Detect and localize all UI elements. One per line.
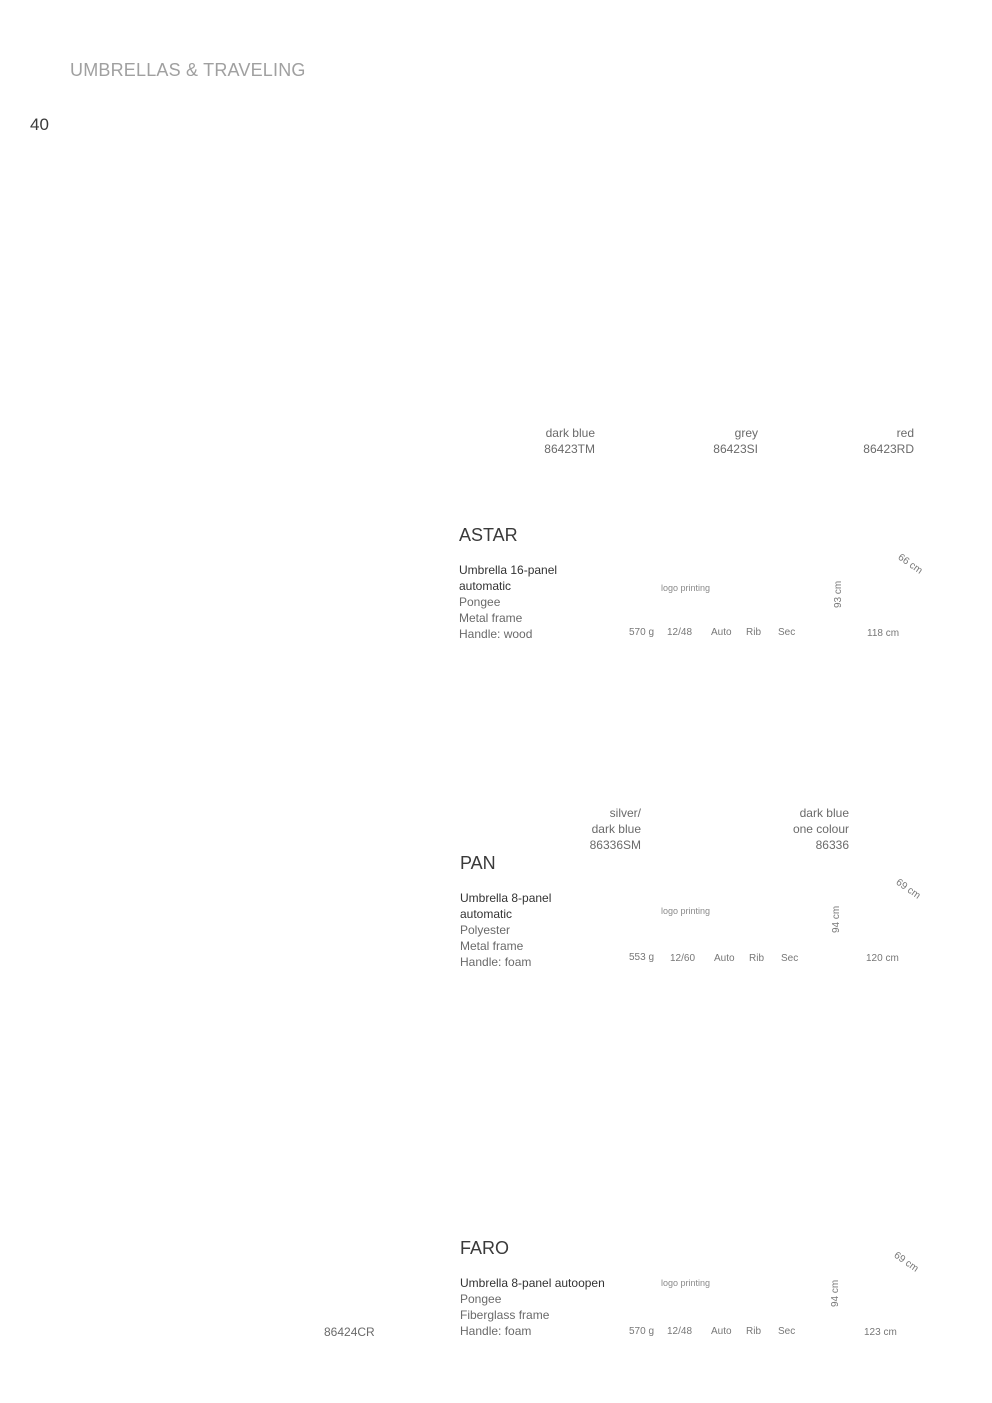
desc-line: automatic	[460, 907, 513, 921]
desc-line: Umbrella 8-panel autoopen	[460, 1276, 605, 1290]
variant-color: dark blue	[799, 806, 849, 820]
astar-description: Umbrella 16-panel automatic Pongee Metal…	[459, 562, 557, 642]
spec-pack: 12/48	[667, 627, 693, 638]
desc-line: Handle: wood	[459, 627, 533, 641]
variant-color: dark blue	[591, 822, 641, 836]
variant-color: silver/	[609, 806, 641, 820]
spec-pack: 12/48	[667, 1326, 693, 1337]
faro-variant-code: 86424CR	[324, 1325, 375, 1339]
desc-line: Fiberglass frame	[460, 1308, 550, 1322]
desc-line: Umbrella 8-panel	[460, 891, 552, 905]
dim-diagonal: 69 cm	[891, 1250, 921, 1275]
faro-description: Umbrella 8-panel autoopen Pongee Fibergl…	[460, 1275, 605, 1339]
desc-line: Metal frame	[460, 939, 524, 953]
desc-line: Pongee	[459, 595, 501, 609]
dim-width: 120 cm	[866, 953, 899, 964]
variant-color: one colour	[792, 822, 849, 836]
spec-sec: Sec	[778, 1326, 796, 1337]
dim-height: 93 cm	[833, 580, 844, 608]
pan-variant-dark-blue: dark blue one colour 86336	[793, 805, 849, 853]
logo-printing-label: logo printing	[661, 906, 711, 916]
spec-rib: Rib	[746, 1326, 762, 1337]
variant-code: 86423SI	[713, 442, 758, 456]
dim-diagonal: 66 cm	[895, 552, 925, 577]
variant-code: 86336SM	[589, 838, 641, 852]
spec-rib: Rib	[746, 627, 762, 638]
spec-sec: Sec	[781, 953, 799, 964]
pan-variant-silver-dark-blue: silver/ dark blue 86336SM	[590, 805, 641, 853]
product-name-pan: PAN	[460, 853, 496, 873]
variant-code: 86423RD	[863, 442, 914, 456]
dim-width: 118 cm	[867, 628, 900, 639]
desc-line: Metal frame	[459, 611, 523, 625]
variant-code: 86423TM	[544, 442, 595, 456]
logo-printing-label: logo printing	[661, 1278, 711, 1288]
spec-weight: 570 g	[629, 627, 655, 638]
spec-sec: Sec	[778, 627, 796, 638]
dim-height: 94 cm	[831, 905, 842, 933]
variant-color: dark blue	[545, 426, 595, 440]
spec-weight: 553 g	[629, 952, 655, 963]
desc-line: Umbrella 16-panel	[459, 563, 558, 577]
pan-description: Umbrella 8-panel automatic Polyester Met…	[460, 890, 551, 970]
astar-variant-dark-blue: dark blue 86423TM	[544, 425, 595, 457]
page-number: 40	[30, 115, 49, 134]
astar-variant-grey: grey 86423SI	[713, 425, 758, 457]
variant-code: 86336	[815, 838, 849, 852]
dim-diagonal: 69 cm	[893, 877, 923, 902]
spec-rib: Rib	[749, 953, 765, 964]
desc-line: automatic	[459, 579, 512, 593]
desc-line: Handle: foam	[460, 955, 532, 969]
spec-weight: 570 g	[629, 1326, 655, 1337]
variant-color: red	[896, 426, 914, 440]
product-name-astar: ASTAR	[459, 525, 518, 545]
spec-auto: Auto	[711, 627, 732, 638]
section-title: UMBRELLAS & TRAVELING	[70, 60, 306, 80]
desc-line: Handle: foam	[460, 1324, 532, 1338]
spec-pack: 12/60	[670, 953, 696, 964]
logo-printing-label: logo printing	[661, 583, 711, 593]
dim-width: 123 cm	[864, 1327, 897, 1338]
spec-auto: Auto	[714, 953, 735, 964]
astar-variant-red: red 86423RD	[863, 425, 914, 457]
desc-line: Pongee	[460, 1292, 502, 1306]
product-name-faro: FARO	[460, 1238, 510, 1258]
spec-auto: Auto	[711, 1326, 732, 1337]
dim-height: 94 cm	[830, 1279, 841, 1307]
desc-line: Polyester	[460, 923, 511, 937]
variant-color: grey	[734, 426, 758, 440]
